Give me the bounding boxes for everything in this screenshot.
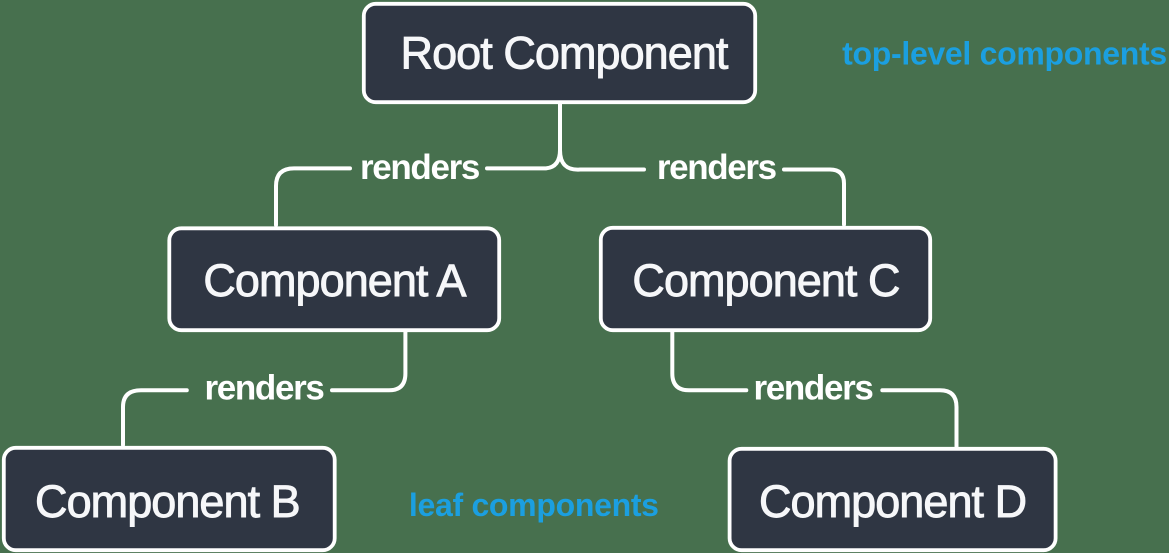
svg-text:renders: renders bbox=[657, 148, 777, 187]
svg-text:Root Component: Root Component bbox=[401, 27, 729, 78]
svg-text:Component C: Component C bbox=[632, 255, 899, 306]
svg-text:Component B: Component B bbox=[35, 476, 300, 527]
svg-text:renders: renders bbox=[205, 369, 325, 408]
svg-text:Component A: Component A bbox=[203, 255, 466, 306]
svg-text:leaf components: leaf components bbox=[409, 487, 659, 523]
svg-text:renders: renders bbox=[360, 148, 480, 187]
svg-text:renders: renders bbox=[754, 369, 874, 408]
svg-text:Component D: Component D bbox=[759, 476, 1026, 527]
svg-text:top-level components: top-level components bbox=[842, 35, 1167, 71]
